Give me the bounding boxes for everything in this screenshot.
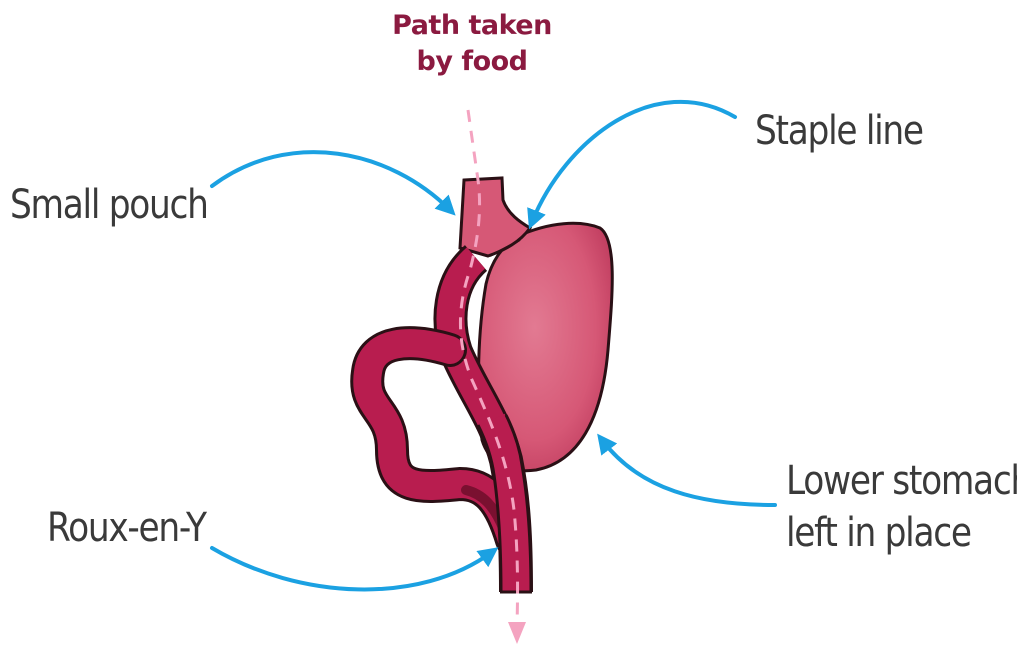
small-pouch-arrow [212, 152, 450, 210]
food-path-title-line2: by food [372, 44, 572, 80]
food-path-title-line1: Path taken [372, 8, 572, 44]
food-path-title: Path taken by food [372, 8, 572, 80]
roux-en-y-label: Roux-en-Y [47, 505, 206, 551]
staple-line-arrow [532, 102, 735, 222]
staple-line-label: Staple line [755, 108, 923, 154]
roux-en-y-arrow [212, 548, 492, 589]
small-pouch-label: Small pouch [10, 182, 208, 228]
lower-stomach-label-line2: left in place [786, 510, 971, 556]
lower-stomach-arrow [602, 440, 775, 505]
food-path-arrowhead [508, 622, 526, 644]
lower-stomach-label-line1: Lower stomach [786, 458, 1017, 504]
